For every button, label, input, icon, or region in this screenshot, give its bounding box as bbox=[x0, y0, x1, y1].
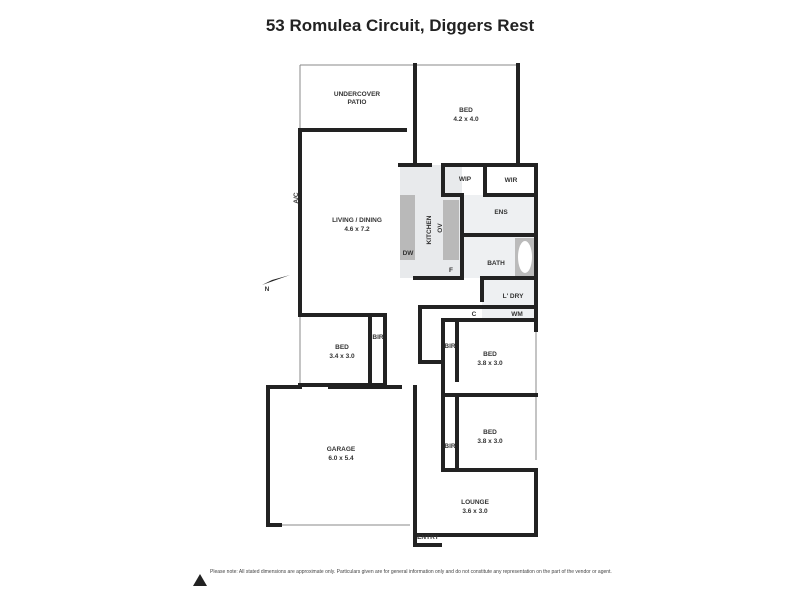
bed2-bir-label: BIR bbox=[372, 334, 384, 341]
page-title: 53 Romulea Circuit, Diggers Rest bbox=[265, 16, 535, 35]
wip-label: WIP bbox=[459, 176, 472, 183]
cupboard-label: C bbox=[472, 311, 477, 318]
bed3-bir-label: BIR bbox=[444, 343, 456, 350]
patio-label: UNDERCOVER bbox=[334, 91, 381, 98]
dishwasher-label: DW bbox=[403, 250, 415, 257]
bed3-label: BED bbox=[483, 351, 497, 358]
oven-label: OV bbox=[437, 223, 444, 233]
bed2-dims: 3.4 x 3.0 bbox=[329, 353, 355, 360]
bed4-bir-label: BIR bbox=[444, 443, 456, 450]
entry-label: ENTRY bbox=[417, 534, 439, 541]
bed2-label: BED bbox=[335, 344, 349, 351]
agency-logo-icon bbox=[193, 574, 207, 586]
garage-label: GARAGE bbox=[327, 446, 356, 453]
fridge-label: F bbox=[449, 267, 453, 274]
kitchen-bench bbox=[443, 200, 459, 260]
lounge-dims: 3.6 x 3.0 bbox=[462, 508, 488, 515]
living-dims: 4.6 x 7.2 bbox=[344, 226, 370, 233]
laundry-area bbox=[482, 280, 536, 322]
bed3-dims: 3.8 x 3.0 bbox=[477, 360, 503, 367]
kitchen-island bbox=[400, 195, 415, 260]
north-arrow-icon: N bbox=[262, 275, 290, 293]
laundry-label: L' DRY bbox=[503, 293, 524, 300]
patio-label-2: PATIO bbox=[348, 99, 367, 106]
bed1-dims: 4.2 x 4.0 bbox=[453, 116, 479, 123]
bath-label: BATH bbox=[487, 260, 505, 267]
washing-machine-label: WM bbox=[511, 311, 523, 318]
north-label: N bbox=[265, 286, 270, 293]
garage-dims: 6.0 x 5.4 bbox=[328, 455, 354, 462]
kitchen-label: KITCHEN bbox=[426, 215, 433, 244]
ac-label: A/C bbox=[293, 192, 300, 204]
lounge-label: LOUNGE bbox=[461, 499, 489, 506]
living-label: LIVING / DINING bbox=[332, 217, 382, 224]
bed4-label: BED bbox=[483, 429, 497, 436]
ens-label: ENS bbox=[494, 209, 508, 216]
disclaimer: Please note: All stated dimensions are a… bbox=[210, 569, 612, 575]
wir-label: WIR bbox=[505, 177, 518, 184]
bed1-label: BED bbox=[459, 107, 473, 114]
bed4-dims: 3.8 x 3.0 bbox=[477, 438, 503, 445]
bathtub-basin bbox=[518, 241, 532, 273]
